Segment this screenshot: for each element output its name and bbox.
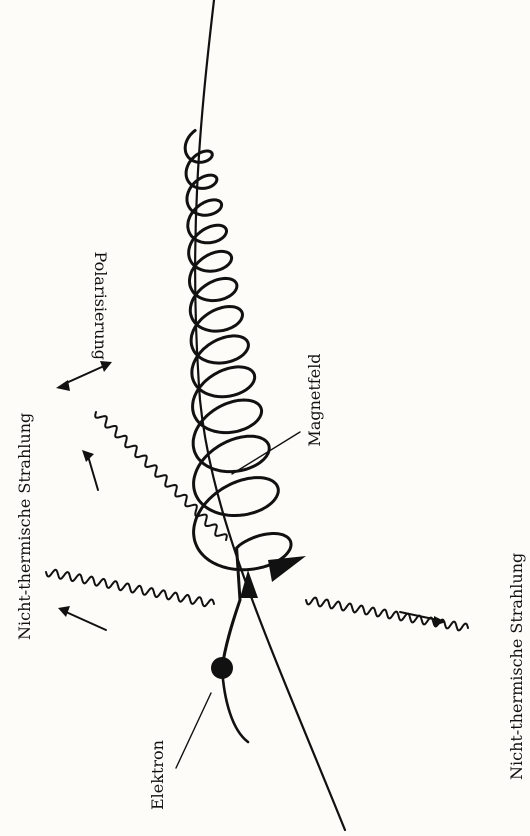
electron-helix-path	[185, 131, 291, 669]
radiation-wave-left	[46, 570, 214, 606]
radiation-arrow-left	[58, 606, 106, 630]
radiation-label-left: Nicht-thermische Strahlung	[15, 413, 34, 640]
electron-dot	[211, 657, 233, 679]
radiation-wave-upper-left	[95, 412, 227, 540]
magnetic-field-label: Magnetfeld	[305, 353, 324, 446]
radiation-wave-right	[306, 598, 468, 631]
helix-direction-arrow-right	[268, 556, 306, 582]
elektron-leader-line	[176, 693, 211, 768]
electron-trajectory-tail	[222, 668, 248, 742]
radiation-arrow-upper-left	[82, 450, 98, 490]
polarization-label: Polarisierung	[91, 252, 110, 360]
electron-label: Elektron	[148, 740, 167, 810]
radiation-label-right: Nicht-thermische Strahlung	[507, 553, 526, 780]
polarization-double-arrow	[56, 361, 112, 391]
